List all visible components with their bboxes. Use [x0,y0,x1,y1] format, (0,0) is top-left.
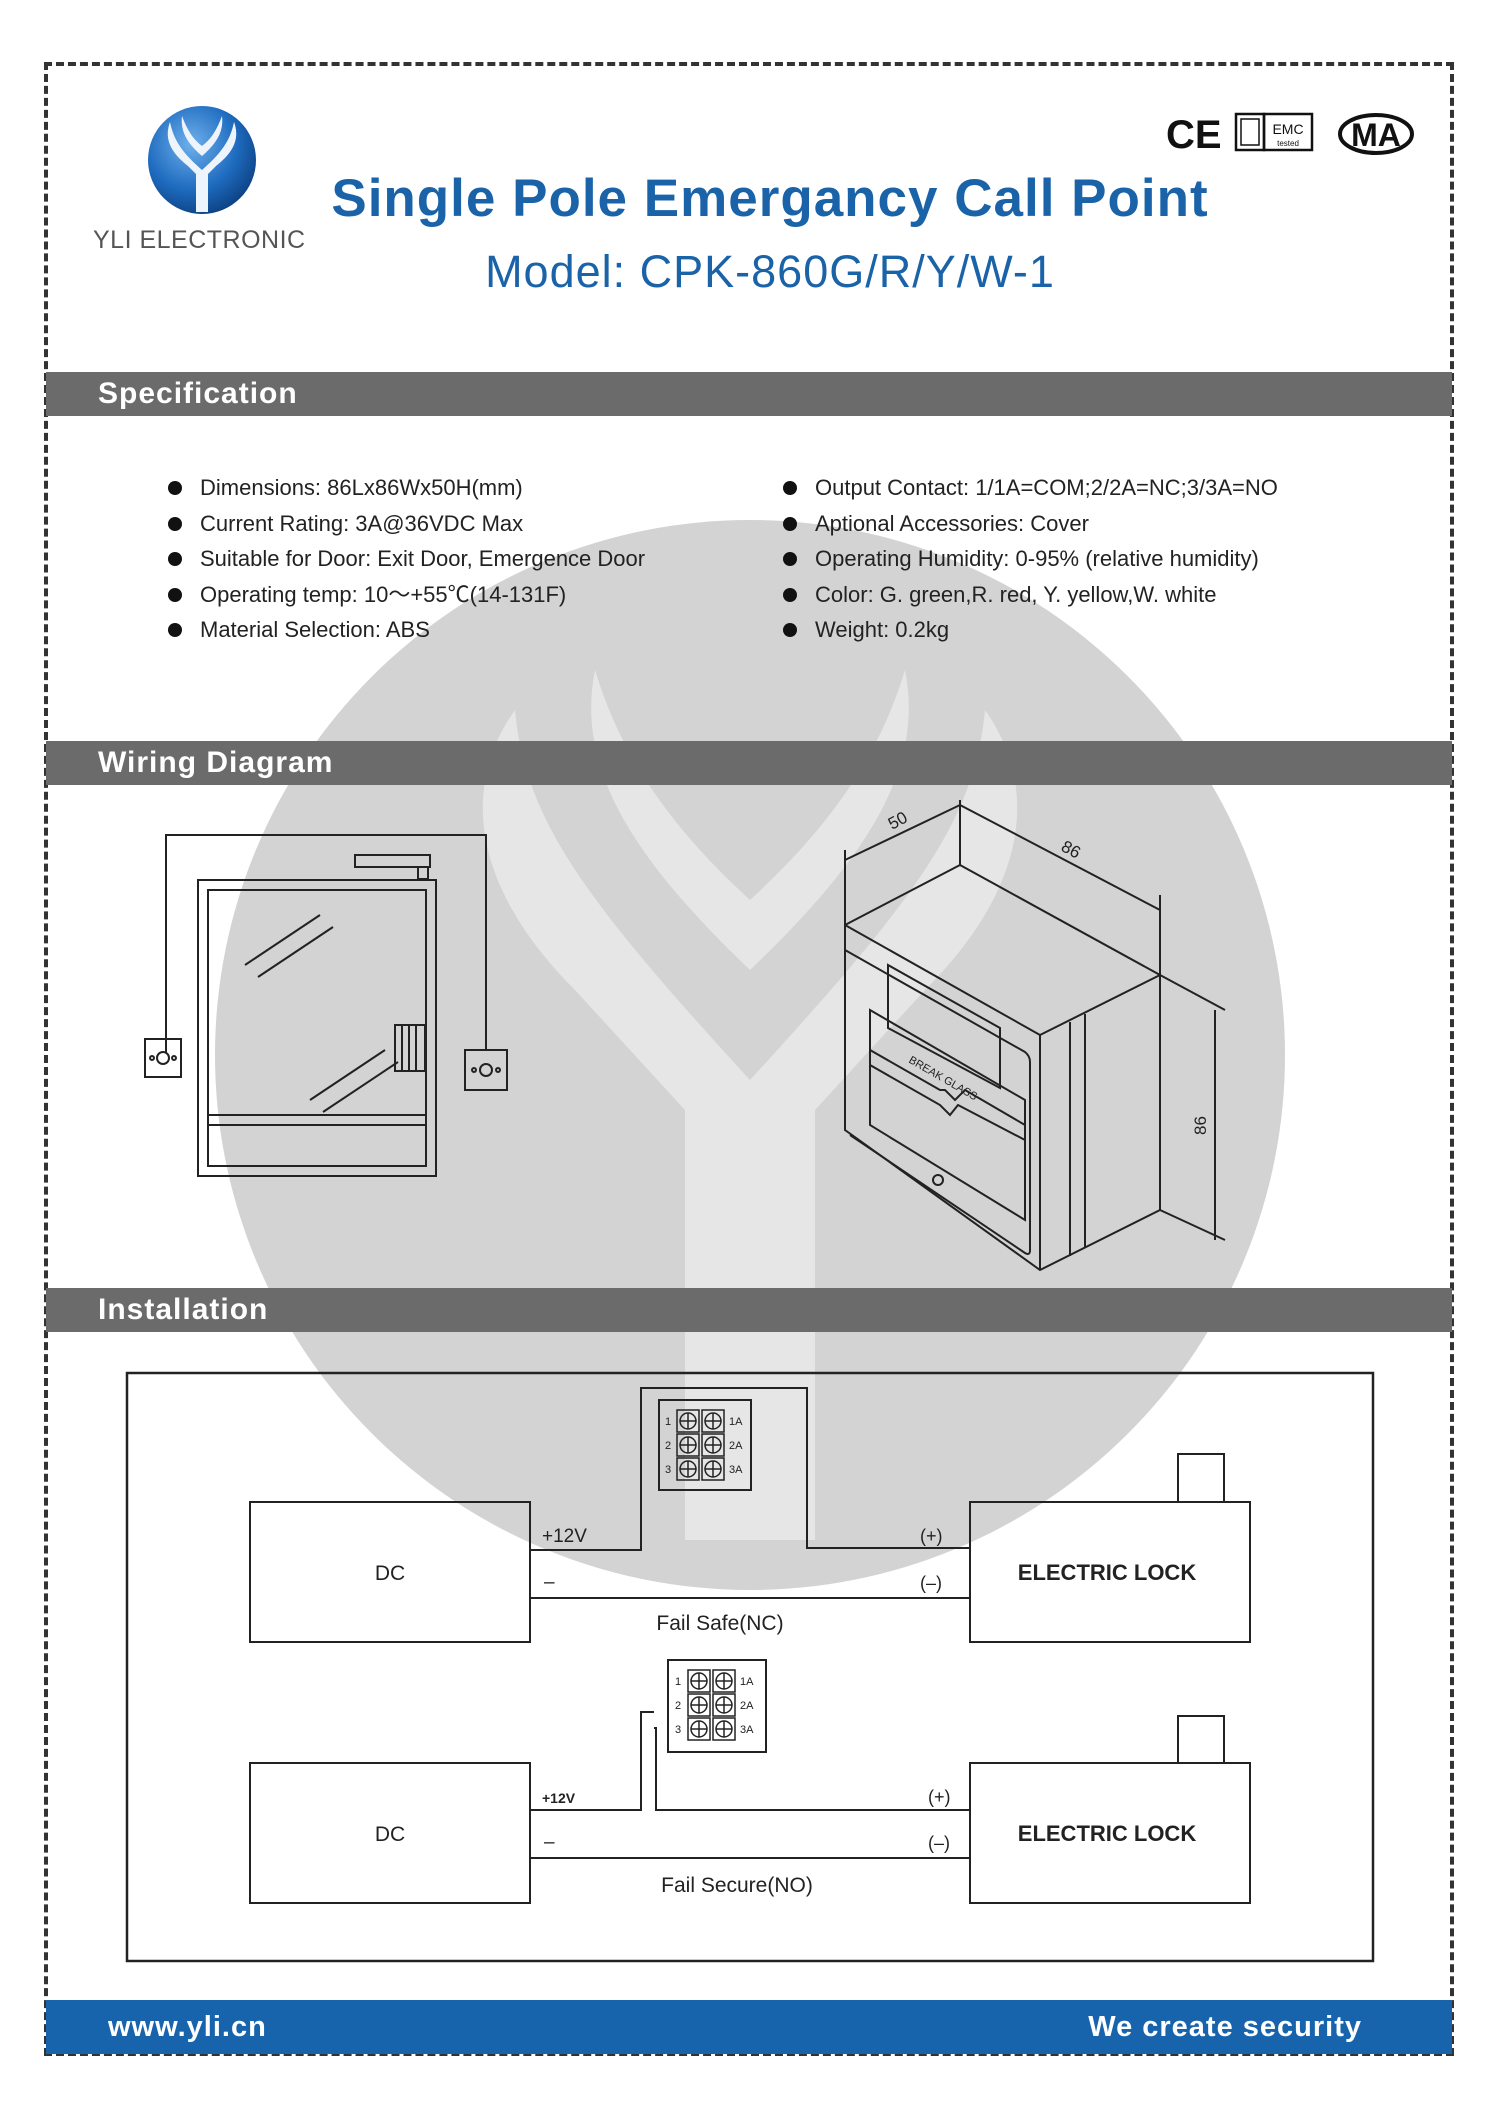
spec-item: Dimensions: 86Lx86Wx50H(mm) [168,470,645,506]
spec-item: Output Contact: 1/1A=COM;2/2A=NC;3/3A=NO [783,470,1278,506]
minus-label: – [544,1832,555,1853]
terminal-label: 2A [729,1440,743,1452]
dc-label: DC [375,1823,405,1846]
spec-item: Operating temp: 10～+55℃(14-131F) [168,577,645,613]
lock-minus-label: (–) [928,1833,950,1853]
terminal-label: 3 [665,1464,671,1476]
plus12v-label: +12V [542,1526,587,1547]
terminal-block-1 [676,1409,725,1481]
lock-minus-label: (–) [920,1573,942,1593]
fail-secure-caption: Fail Secure(NO) [661,1874,813,1897]
door-wiring-drawing [144,834,508,1177]
page-title: Single Pole Emergancy Call Point [331,169,1209,228]
spec-item: Material Selection: ABS [168,612,645,648]
spec-item: Aptional Accessories: Cover [783,506,1278,542]
terminal-label: 1 [675,1676,681,1688]
break-glass-label: BREAK GLASS [907,1054,980,1103]
section-specification: Specification [46,372,1452,416]
spec-item: Color: G. green,R. red, Y. yellow,W. whi… [783,577,1278,613]
spec-list-left: Dimensions: 86Lx86Wx50H(mm) Current Rati… [168,470,645,648]
ce-mark: CE [1166,113,1222,157]
section-wiring-diagram: Wiring Diagram [46,741,1452,785]
fail-safe-caption: Fail Safe(NC) [656,1612,783,1635]
lock-plus-label: (+) [920,1526,943,1546]
minus-label: – [544,1572,555,1593]
yli-logo-icon [148,106,256,214]
terminal-label: 2 [665,1440,671,1452]
spec-item: Current Rating: 3A@36VDC Max [168,506,645,542]
emc-tested: tested [1277,139,1299,148]
lock-plus-label: (+) [928,1787,951,1807]
ma-mark: MA [1351,117,1401,153]
spec-item: Suitable for Door: Exit Door, Emergence … [168,541,645,577]
dimension-height-label: 86 [1191,1116,1210,1135]
terminal-label: 1A [729,1416,743,1428]
website-link[interactable]: www.yli.cn [108,2011,267,2043]
dc-label: DC [375,1562,405,1585]
section-installation: Installation [46,1288,1452,1332]
device-dimension-drawing: 50 86 86 BREAK GLASS [844,800,1226,1272]
plus12v-label: +12V [542,1790,576,1806]
certification-marks: CE EMC tested MA [1166,112,1414,157]
terminal-label: 2A [740,1700,754,1712]
company-name: YLI ELECTRONIC [93,226,306,254]
terminal-label: 1 [665,1416,671,1428]
installation-diagram: 1 2 3 1A 2A 3A DC ELECTRIC LOCK +12V – (… [125,1371,1375,1963]
slogan: We create security [1088,2011,1362,2043]
terminal-label: 3 [675,1724,681,1736]
terminal-block-2 [687,1669,736,1741]
spec-item: Operating Humidity: 0-95% (relative humi… [783,541,1278,577]
spec-item: Weight: 0.2kg [783,612,1278,648]
electric-lock-label: ELECTRIC LOCK [1018,1560,1197,1585]
terminal-label: 1A [740,1676,754,1688]
model-number: Model: CPK-860G/R/Y/W-1 [485,246,1055,297]
terminal-label: 2 [675,1700,681,1712]
terminal-label: 3A [740,1724,754,1736]
footer-bar: www.yli.cn We create security [46,2000,1452,2054]
terminal-label: 3A [729,1464,743,1476]
page-frame [44,62,1454,2056]
emc-mark: EMC [1272,121,1303,137]
spec-list-right: Output Contact: 1/1A=COM;2/2A=NC;3/3A=NO… [783,470,1278,648]
electric-lock-label: ELECTRIC LOCK [1018,1821,1197,1846]
